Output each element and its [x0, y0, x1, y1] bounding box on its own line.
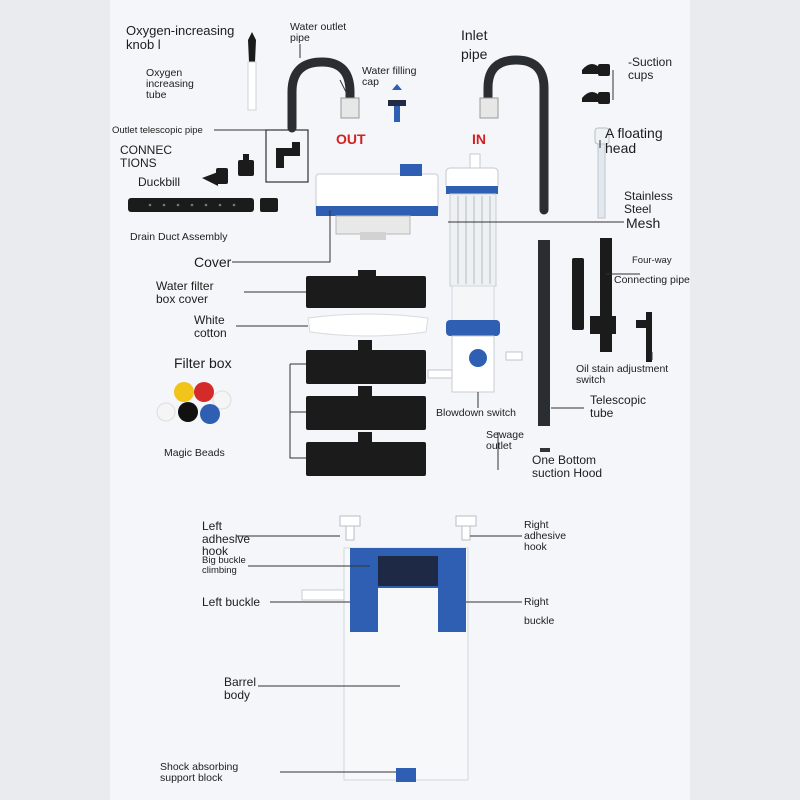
inlet-canister-icon [427, 153, 523, 393]
label-water-filling-cap: Water filling cap [362, 65, 417, 89]
leader-lines [214, 44, 653, 773]
label-oil-stain-switch: Oil stain adjustment switch [576, 363, 669, 387]
label-cover: Cover [194, 254, 232, 270]
label-out: OUT [336, 131, 366, 147]
label-sewage-outlet: Sewage outlet [486, 429, 524, 453]
adhesive-hooks-icon [339, 515, 477, 541]
inlet-pipe-icon [479, 55, 549, 215]
label-floating-head: A floating head [605, 125, 663, 156]
label-oxygen-tube: Oxygen increasing tube [146, 67, 194, 102]
barrel-body-icon [301, 547, 469, 782]
label-shock-block: Shock absorbing support block [160, 761, 239, 785]
label-white-cotton: White cotton [194, 313, 227, 340]
cover-icon [315, 164, 439, 240]
label-suction-cups: -Suction cups [628, 55, 673, 82]
label-magic-beads: Magic Beads [164, 447, 225, 459]
label-oxygen-knob: Oxygen-increasing knob l [126, 23, 235, 52]
label-buckle: buckle [524, 615, 555, 627]
label-big-buckle: Big buckle climbing [202, 555, 246, 576]
label-left-buckle: Left buckle [202, 595, 261, 609]
label-left-hook: Left adhesive hook [202, 519, 251, 559]
floating-head-icon [594, 127, 610, 219]
water-filling-cap-icon [388, 84, 406, 122]
label-barrel-body: Barrel body [224, 675, 257, 702]
oil-stain-switch-icon [636, 312, 652, 362]
duckbill-icon [202, 168, 228, 186]
label-drain-duct: Drain Duct Assembly [130, 231, 228, 243]
label-mesh: Mesh [626, 215, 661, 231]
label-telescopic-tube: Telescopic tube [590, 393, 647, 420]
outlet-telescopic-pipe-icon [265, 129, 309, 183]
label-right-hook: Right adhesive hook [524, 519, 567, 554]
label-in: IN [472, 131, 486, 147]
label-connecting-pipe: Connecting pipe [614, 274, 690, 286]
label-stainless-steel: Stainless Steel [624, 189, 673, 216]
label-filter-box: Filter box [174, 355, 232, 371]
magic-beads-icon [156, 382, 232, 424]
label-bottom-hood: One Bottom suction Hood [532, 453, 603, 480]
filter-box-cover-icon [306, 270, 426, 308]
filter-boxes-icon [306, 340, 426, 476]
telescopic-tube-icon [538, 240, 550, 426]
drain-duct-icon [128, 198, 278, 212]
label-inlet-pipe: Inlet pipe [461, 27, 488, 62]
white-cotton-icon [307, 313, 429, 337]
connections-icon [238, 154, 254, 176]
label-duckbill: Duckbill [138, 175, 181, 189]
label-connections: CONNEC TIONS [120, 143, 173, 170]
bottom-hood-icon [540, 448, 550, 452]
label-filter-box-cover: Water filter box cover [156, 279, 214, 306]
label-blowdown-switch: Blowdown switch [436, 407, 516, 419]
label-four-way: Four-way [632, 255, 672, 266]
label-right: Right [524, 596, 549, 608]
oxygen-knob-icon [247, 32, 257, 111]
suction-cups-icon [582, 64, 610, 104]
water-outlet-pipe-icon [287, 57, 360, 133]
label-outlet-telescopic-pipe: Outlet telescopic pipe [112, 125, 203, 136]
four-way-pipe-icon [572, 238, 616, 352]
label-water-outlet-pipe: Water outlet pipe [290, 21, 347, 45]
